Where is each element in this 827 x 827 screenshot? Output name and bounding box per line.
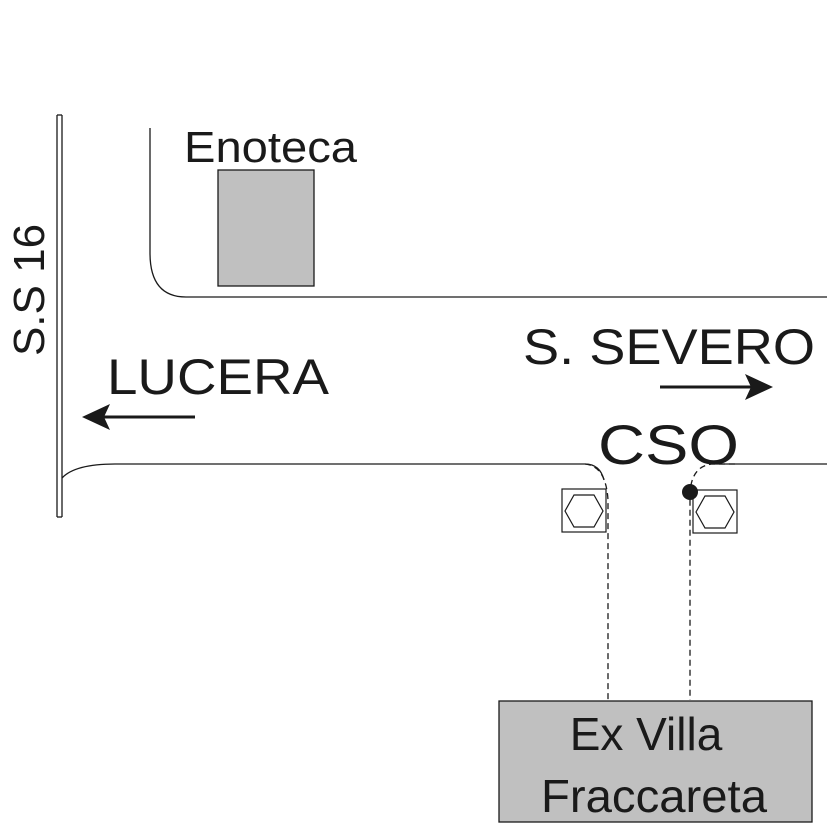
highway-label: S.S 16: [5, 224, 54, 356]
hexagon-marker-icon: [561, 488, 607, 533]
estate-building: [498, 700, 813, 823]
estate-label-line2: Fraccareta: [541, 770, 767, 822]
west-destination-label: LUCERA: [107, 349, 330, 405]
highway-ss16: [56, 114, 63, 518]
dot-icon: [682, 484, 698, 500]
arrow-right-icon: [660, 374, 773, 400]
junction-label: CSO: [598, 413, 739, 476]
road-south-edge-west: [61, 463, 605, 481]
estate-label-line1: Ex Villa: [570, 708, 723, 760]
shop-label: Enoteca: [184, 123, 358, 172]
east-destination-label: S. SEVERO: [523, 319, 815, 375]
road-north-edge: [149, 128, 827, 298]
arrow-left-icon: [82, 404, 195, 430]
hexagon-marker-icon: [692, 489, 738, 534]
enoteca-building: [217, 169, 315, 287]
